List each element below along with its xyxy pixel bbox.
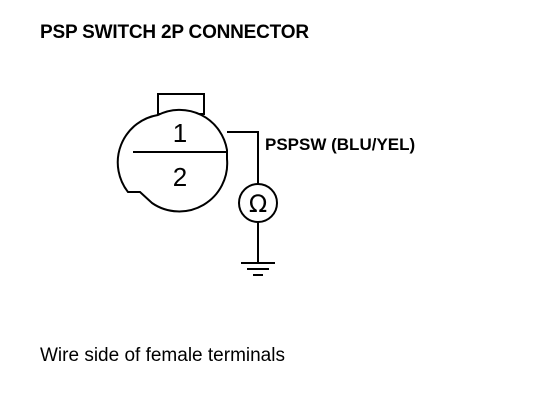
connector-housing xyxy=(116,108,229,213)
diagram-title: PSP SWITCH 2P CONNECTOR xyxy=(40,22,309,43)
ohm-symbol: Ω xyxy=(249,190,267,218)
pin-2-label: 2 xyxy=(173,162,187,192)
ground-icon xyxy=(241,262,275,276)
pin-1-label: 1 xyxy=(173,118,187,148)
wire-label: PSPSW (BLU/YEL) xyxy=(265,135,415,154)
view-caption: Wire side of female terminals xyxy=(40,345,285,366)
connector-body xyxy=(116,93,229,213)
test-lead-wire xyxy=(227,131,259,184)
